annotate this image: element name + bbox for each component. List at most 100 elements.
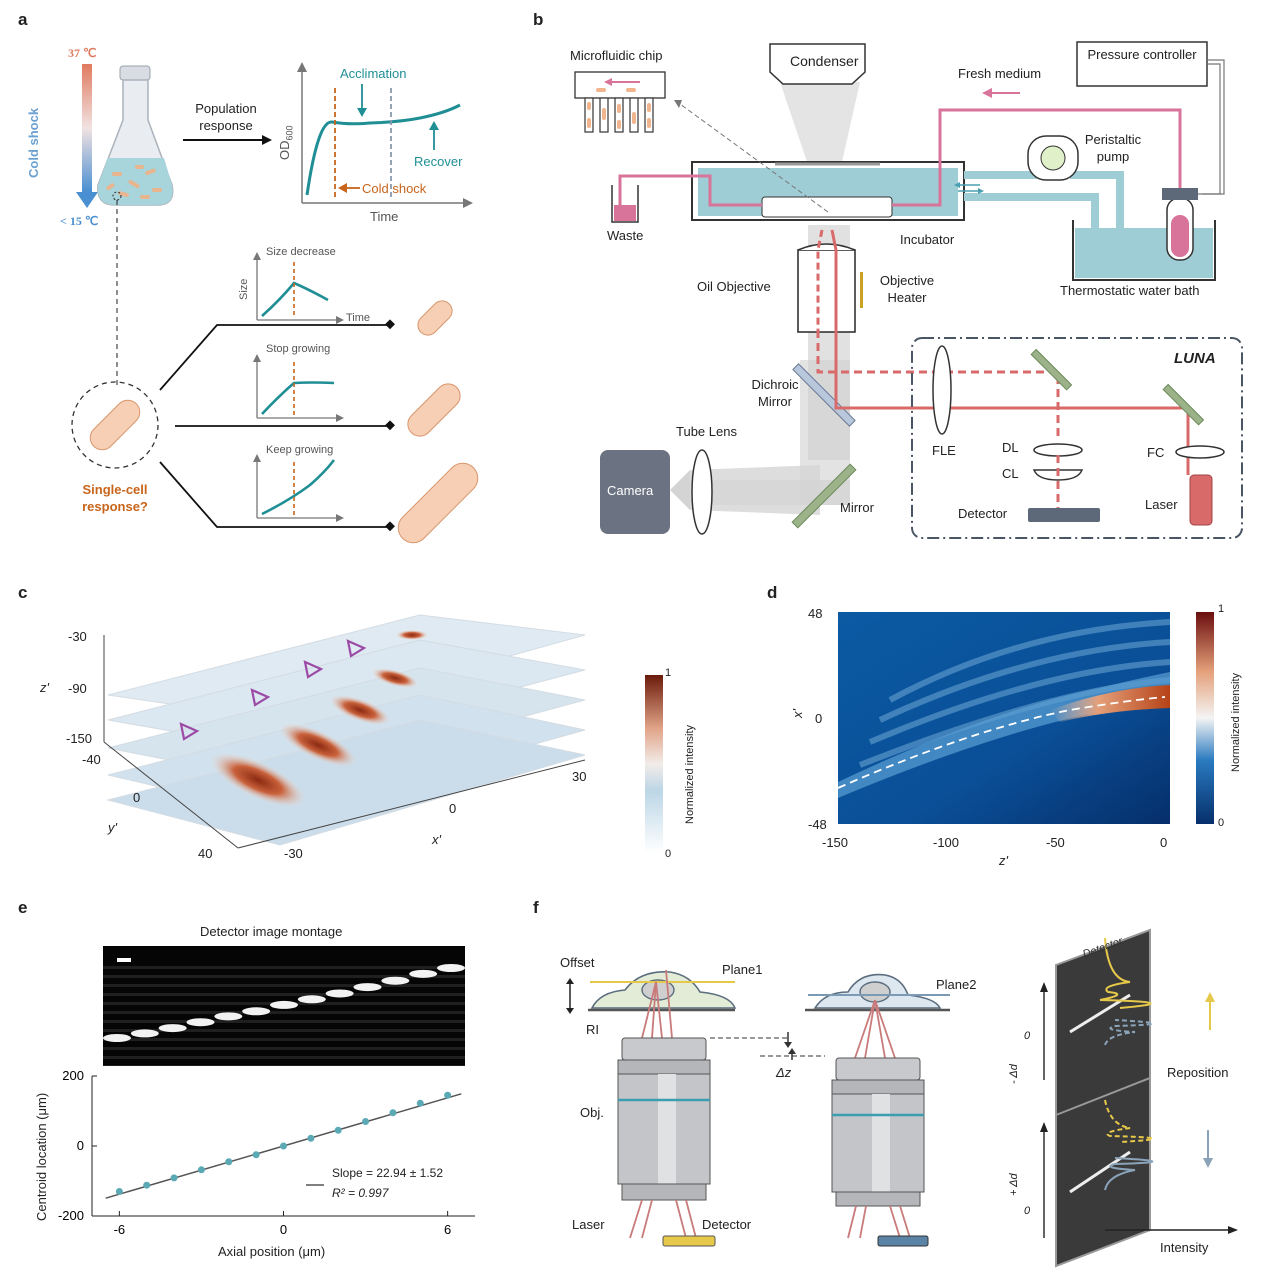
size-decrease-label: Size decrease bbox=[266, 246, 336, 258]
single-cell-label: Single-cell response? bbox=[82, 482, 148, 514]
montage-spot bbox=[130, 1029, 159, 1038]
d-colorbar-min: 0 bbox=[1218, 817, 1225, 829]
od-axis-label: OD600 bbox=[277, 125, 295, 160]
c-y-tick-1: -40 bbox=[82, 752, 101, 767]
montage-spot bbox=[353, 983, 382, 992]
panel-c-graphics bbox=[103, 614, 663, 853]
panel-f-graphics bbox=[566, 928, 1238, 1268]
montage-spot bbox=[186, 1018, 215, 1027]
montage-stripe bbox=[103, 1038, 465, 1041]
panel-letter-d: d bbox=[767, 583, 778, 602]
c-colorbar-max: 1 bbox=[665, 667, 672, 679]
cl-label: CL bbox=[1002, 466, 1019, 481]
montage-stripe bbox=[103, 975, 465, 978]
panel-letter-a: a bbox=[18, 10, 28, 29]
c-y-tick-3: 40 bbox=[198, 846, 213, 861]
montage-spot bbox=[297, 995, 326, 1004]
montage-spot bbox=[158, 1024, 187, 1033]
objective-heater-label: Objective Heater bbox=[879, 273, 935, 305]
data-point bbox=[307, 1134, 315, 1142]
incubator-label: Incubator bbox=[900, 232, 955, 247]
montage-spot bbox=[242, 1007, 271, 1016]
c-z-tick-2: -90 bbox=[68, 681, 87, 696]
zero-label-2: 0 bbox=[1024, 1205, 1031, 1217]
ri-label: RI bbox=[586, 1022, 599, 1037]
c-x-tick-1: -30 bbox=[284, 846, 303, 861]
data-point bbox=[170, 1174, 178, 1182]
temp-high-label: 37 ℃ bbox=[68, 46, 97, 60]
panel-letter-b: b bbox=[533, 10, 544, 29]
montage-stripe bbox=[103, 966, 465, 969]
montage-stripe bbox=[103, 1065, 465, 1066]
montage-spot bbox=[214, 1012, 243, 1021]
y-tick-label: 200 bbox=[62, 1068, 84, 1083]
d-y-tick-neg48: -48 bbox=[808, 817, 827, 832]
minus-dd-label: - Δd bbox=[1008, 1064, 1020, 1084]
offset-label: Offset bbox=[560, 955, 595, 970]
thermostatic-bath-label: Thermostatic water bath bbox=[1060, 283, 1200, 298]
data-point bbox=[252, 1151, 260, 1159]
data-point bbox=[143, 1181, 151, 1189]
c-x-tick-2: 0 bbox=[449, 801, 457, 816]
montage-stripe bbox=[103, 1047, 465, 1050]
c-y-tick-2: 0 bbox=[133, 790, 141, 805]
d-x-tick-4: 0 bbox=[1160, 835, 1168, 850]
f-detector-label: Detector bbox=[702, 1217, 752, 1232]
cold-shock-axis-label: Cold shock bbox=[26, 107, 41, 178]
d-x-tick-1: -150 bbox=[822, 835, 849, 850]
montage-stripe bbox=[103, 1020, 465, 1023]
microfluidic-chip-label: Microfluidic chip bbox=[570, 48, 663, 63]
cold-shock-marker-label: Cold shock bbox=[362, 181, 427, 196]
fresh-medium-label: Fresh medium bbox=[958, 66, 1042, 81]
population-response-label: Population response bbox=[195, 101, 257, 133]
size-axis-label: Size bbox=[238, 278, 250, 300]
c-x-label: x' bbox=[432, 832, 441, 847]
recover-label: Recover bbox=[414, 154, 463, 169]
obj-label: Obj. bbox=[580, 1105, 604, 1120]
data-point bbox=[334, 1126, 342, 1134]
legend-slope: Slope = 22.94 ± 1.52 bbox=[332, 1166, 444, 1180]
c-colorbar-label: Normalized intensity bbox=[684, 724, 696, 824]
montage-stripe bbox=[103, 1029, 465, 1032]
f-laser-label: Laser bbox=[572, 1217, 605, 1232]
montage-spot bbox=[437, 964, 465, 972]
montage-spot bbox=[103, 1034, 131, 1042]
panel-letter-e: e bbox=[18, 898, 28, 917]
montage-stripe bbox=[103, 1056, 465, 1059]
panel-letter-c: c bbox=[18, 583, 28, 602]
c-z-tick-1: -30 bbox=[68, 629, 87, 644]
zero-label-1: 0 bbox=[1024, 1030, 1031, 1042]
d-colorbar-label: Normalized intensity bbox=[1230, 672, 1242, 772]
montage-spot bbox=[325, 989, 354, 998]
x-tick-label: 0 bbox=[280, 1222, 287, 1237]
montage-spot bbox=[381, 976, 410, 985]
d-x-tick-3: -50 bbox=[1046, 835, 1065, 850]
c-z-tick-3: -150 bbox=[66, 731, 93, 746]
plus-dd-label: + Δd bbox=[1008, 1173, 1020, 1196]
plane1-label: Plane1 bbox=[722, 962, 763, 977]
data-point bbox=[389, 1109, 397, 1117]
delta-z-label: Δz bbox=[776, 1065, 792, 1080]
panel-letter-f: f bbox=[533, 898, 539, 917]
data-point bbox=[225, 1158, 233, 1166]
c-z-label: z' bbox=[40, 680, 49, 695]
flask-icon bbox=[97, 65, 174, 206]
x-tick-label: -6 bbox=[114, 1222, 126, 1237]
tube-lens-label: Tube Lens bbox=[676, 424, 737, 439]
acclimation-label: Acclimation bbox=[340, 66, 407, 81]
reposition-label: Reposition bbox=[1167, 1065, 1229, 1080]
pressure-controller-label: Pressure controller bbox=[1087, 47, 1197, 62]
d-y-tick-48: 48 bbox=[808, 606, 823, 621]
montage-stripe bbox=[103, 993, 465, 996]
dl-label: DL bbox=[1002, 440, 1019, 455]
montage-spot bbox=[270, 1000, 298, 1009]
e-ylabel: Centroid location (μm) bbox=[34, 1092, 49, 1221]
montage-spot bbox=[409, 969, 438, 978]
e-xlabel: Axial position (μm) bbox=[218, 1244, 326, 1259]
mirror-label: Mirror bbox=[840, 500, 874, 515]
data-point bbox=[115, 1188, 123, 1195]
montage-stripe bbox=[103, 1011, 465, 1014]
montage-stripe bbox=[103, 984, 465, 987]
stop-growing-label: Stop growing bbox=[266, 343, 331, 355]
